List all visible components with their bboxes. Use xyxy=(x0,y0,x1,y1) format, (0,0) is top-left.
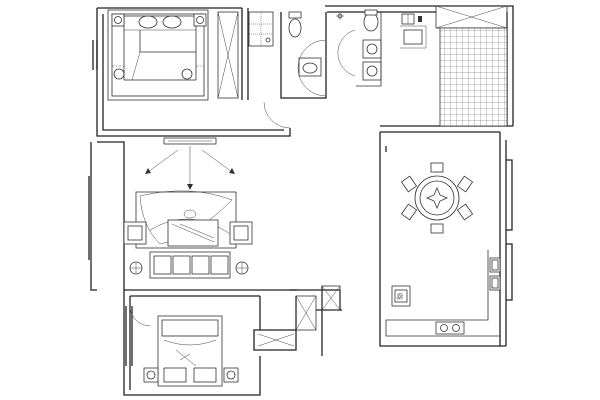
door-swings xyxy=(129,101,291,327)
nightstand xyxy=(111,13,125,27)
refrigerator xyxy=(391,285,411,307)
chair xyxy=(400,175,418,193)
nightstand xyxy=(193,13,207,27)
armchair xyxy=(229,221,253,245)
closet xyxy=(321,285,341,311)
dining-table xyxy=(414,175,460,221)
chair xyxy=(430,162,444,173)
burner-icon xyxy=(452,324,460,332)
laundry-bathroom xyxy=(336,9,382,87)
sink xyxy=(489,257,501,273)
window-tag-label: 厨 xyxy=(397,294,403,301)
master-bedroom xyxy=(107,9,239,101)
washbasin xyxy=(362,39,382,59)
wardrobe xyxy=(217,11,239,99)
nightstand xyxy=(223,367,239,383)
toilet-tank xyxy=(364,9,378,16)
switch-icon xyxy=(418,16,422,22)
dining-area xyxy=(400,162,474,234)
tile-floor xyxy=(439,27,508,127)
nightstand xyxy=(143,367,159,383)
chair xyxy=(456,203,474,221)
dining-chairs xyxy=(400,162,474,234)
drain-icon xyxy=(265,37,271,43)
chair xyxy=(456,175,474,193)
flower-centerpiece-icon xyxy=(425,186,449,210)
toilet xyxy=(288,18,302,38)
closets xyxy=(257,285,341,347)
plant-icon xyxy=(113,68,125,80)
sink xyxy=(302,62,318,74)
armchair xyxy=(123,221,147,245)
chair xyxy=(403,29,423,45)
toilet-tank xyxy=(288,11,302,19)
pillow xyxy=(193,367,217,383)
living-room xyxy=(123,137,253,279)
kitchen-counter: 厨 xyxy=(385,250,501,337)
pillow xyxy=(162,15,182,29)
pillow xyxy=(163,367,187,383)
chair xyxy=(430,223,444,234)
washing-machine xyxy=(362,61,382,81)
sink xyxy=(489,275,501,291)
pillow xyxy=(138,15,158,29)
second-bedroom xyxy=(143,315,239,387)
chair xyxy=(400,203,418,221)
burner-icon xyxy=(440,324,448,332)
kitchen-store xyxy=(400,5,508,127)
bathroom xyxy=(248,11,327,97)
toilet xyxy=(363,12,379,32)
stove xyxy=(435,321,465,335)
rug xyxy=(135,191,237,249)
bed xyxy=(123,15,197,81)
plant-icon xyxy=(181,68,193,80)
